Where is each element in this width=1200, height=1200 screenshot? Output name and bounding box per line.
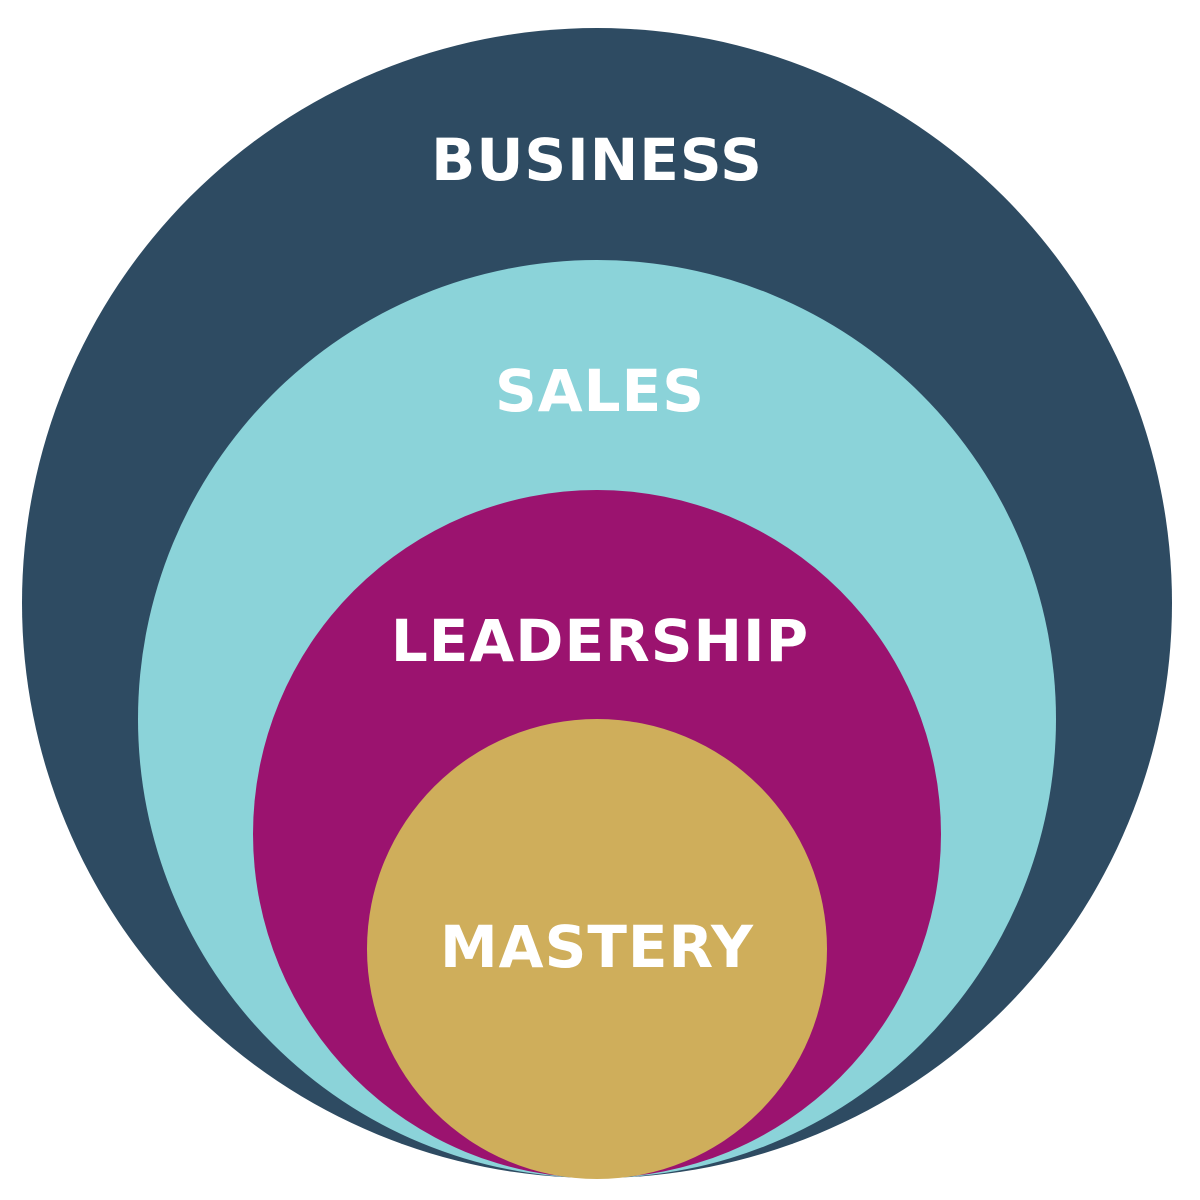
business-label: BUSINESS <box>431 126 763 194</box>
mastery-circle <box>367 719 827 1179</box>
sales-label: SALES <box>495 357 705 425</box>
leadership-label: LEADERSHIP <box>391 607 809 675</box>
mastery-label: MASTERY <box>440 913 754 981</box>
